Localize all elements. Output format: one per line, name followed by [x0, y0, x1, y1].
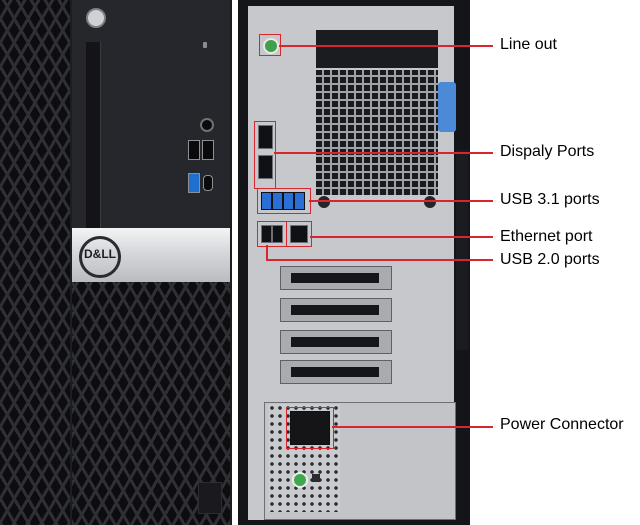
front-usb3-port [188, 173, 200, 193]
expansion-slot [280, 266, 392, 290]
line-out-label: Line out [500, 36, 557, 53]
chassis-side-rail [456, 150, 468, 350]
ethernet-jack [290, 225, 308, 243]
usb31-highlight [257, 188, 311, 214]
fan-screw [318, 196, 330, 208]
brand-logo: D&LL [84, 247, 116, 261]
usb31-port [261, 192, 272, 210]
slot-cover [291, 337, 379, 347]
slot-cover [291, 305, 379, 315]
usb20-highlight [257, 221, 287, 247]
ethernet-highlight [286, 221, 312, 247]
usb31-leader [309, 200, 493, 202]
front-headset-jack [200, 118, 214, 132]
displayport-port [258, 125, 273, 149]
fan-screw [424, 196, 436, 208]
displayport-port [258, 155, 273, 179]
power-connector-leader [332, 426, 493, 428]
ethernet-label: Ethernet port [500, 228, 593, 245]
display-ports-label: Dispaly Ports [500, 143, 595, 160]
power-connector-socket [290, 411, 330, 445]
usb31-port [283, 192, 294, 210]
rear-top-cutout [316, 30, 438, 68]
front-usbc-port [203, 175, 213, 191]
front-usb-port [188, 140, 200, 160]
usb31-port [272, 192, 283, 210]
usb31-port [294, 192, 305, 210]
psu-status-led [292, 472, 308, 488]
usb20-leader-vertical [266, 245, 268, 259]
display-ports-highlight [254, 121, 276, 189]
usb20-label: USB 2.0 ports [500, 251, 600, 268]
brand-logo-ring [79, 236, 121, 278]
usb31-label: USB 3.1 ports [500, 191, 600, 208]
usb20-port [272, 225, 283, 243]
side-panel-latch [438, 82, 456, 132]
display-ports-leader [274, 152, 493, 154]
power-connector-highlight [286, 407, 334, 449]
psu-test-button [312, 474, 320, 482]
front-foot-panel [198, 482, 222, 514]
optical-drive-bay [86, 42, 101, 230]
front-mesh-grille [0, 0, 70, 525]
line-out-jack [263, 38, 279, 54]
power-connector-label: Power Connector [500, 416, 624, 433]
front-usb-port [202, 140, 214, 160]
usb20-leader [266, 259, 493, 261]
ethernet-leader [310, 236, 493, 238]
expansion-slot [280, 360, 392, 384]
slot-cover [291, 273, 379, 283]
rear-fan-grille [316, 70, 438, 195]
expansion-slot [280, 330, 392, 354]
expansion-slot [280, 298, 392, 322]
line-out-leader [279, 45, 493, 47]
usb20-port [261, 225, 272, 243]
front-activity-led [203, 42, 207, 48]
line-out-highlight [259, 34, 281, 56]
power-button [86, 8, 106, 28]
slot-cover [291, 367, 379, 377]
